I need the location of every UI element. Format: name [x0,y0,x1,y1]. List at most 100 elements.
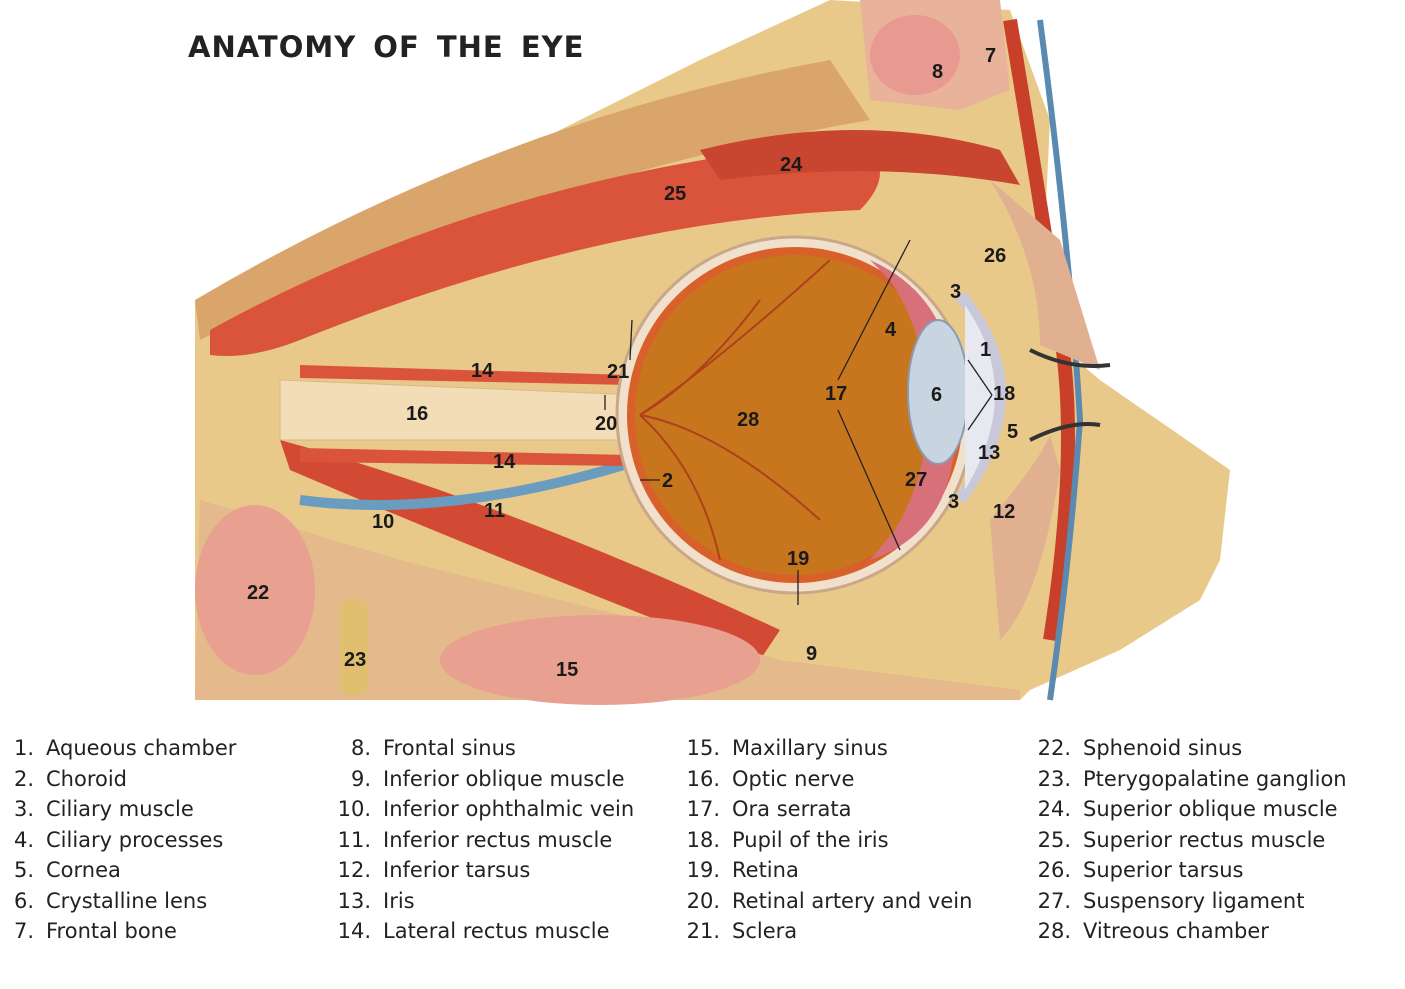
legend-item: 28. Vitreous chamber [1037,919,1347,950]
legend-term: Aqueous chamber [46,736,237,760]
legend-item: 8. Frontal sinus [337,736,634,767]
legend-number: 14. [337,919,371,943]
superior-rectus-muscle [210,140,880,356]
label-13: 13 [978,442,1000,464]
label-8: 8 [932,61,943,83]
legend-term: Ciliary processes [46,827,224,852]
legend-term: Optic nerve [732,766,855,791]
orbital-floor [195,500,1020,700]
label-17: 17 [825,383,847,405]
legend-number: 24. [1037,797,1071,821]
label-12: 12 [993,501,1015,523]
legend-number: 2. [13,766,34,791]
legend-column-2: 8. Frontal sinus 9.Inferior oblique muscle… [337,736,635,950]
legend-number: 18. [686,827,720,852]
legend-number: 15. [686,736,720,760]
label-4: 4 [885,319,897,341]
legend-item: 7. Frontal bone [0,919,236,950]
legend-item: 2. Choroid [0,767,236,798]
legend-term: Ora serrata [732,797,852,821]
legend-number: 11. [337,827,371,852]
legend-number: 28. [1037,919,1071,943]
legend-item: 6.Crystalline lens [0,889,236,920]
legend-term: Superior tarsus [1083,858,1244,882]
legend-term: Inferior ophthalmic vein [383,797,635,821]
legend-number: 12. [337,858,371,882]
legend-item: 9.Inferior oblique muscle [337,767,634,798]
legend-item: 19. Retina [686,858,972,889]
legend-term: Iris [383,888,415,913]
label-6: 6 [931,384,942,406]
label-18: 18 [993,383,1015,405]
legend-number: 9. [350,766,371,791]
legend-item: 20.Retinal artery and vein [686,888,973,920]
legend-term: Inferior tarsus [383,858,531,882]
label-16: 16 [406,403,428,425]
frontal-sinus [870,15,960,95]
legend-item: 5. Cornea [0,858,236,889]
label-25: 25 [664,183,686,205]
lower-eyelid [990,435,1060,640]
lateral-rectus-muscle-lower [300,448,630,466]
superior-oblique-muscle [700,130,1020,185]
eyelashes-upper [1029,348,1111,368]
legend-term: Lateral rectus muscle [383,919,610,943]
legend-item: 24.Superior oblique muscle [1037,797,1347,828]
label-23: 23 [344,649,366,671]
label-27: 27 [905,469,927,491]
legend-term: Suspensory ligament [1083,888,1305,913]
legend-number: 21. [686,919,720,943]
legend-item: 3. Ciliary muscle [0,797,236,828]
legend-term: Vitreous chamber [1083,919,1269,943]
legend-term: Frontal bone [46,919,177,943]
legend-number: 22. [1037,736,1071,760]
label-19: 19 [787,548,809,570]
legend-item: 4.Ciliary processes [0,828,236,859]
cornea [955,291,1006,504]
legend-item: 23.Pterygopalatine ganglion [1037,767,1347,798]
legend-item: 13.Iris [337,889,634,920]
legend-term: Maxillary sinus [732,736,888,760]
legend-term: Pupil of the iris [732,827,889,852]
eyelashes-lower [1029,422,1101,442]
legend-item: 26. Superior tarsus [1037,858,1347,889]
legend-item: 18. Pupil of the iris [686,828,972,859]
legend-term: Ciliary muscle [46,797,194,821]
legend-number: 7. [13,919,34,943]
legend-number: 19. [686,858,720,882]
legend-term: Choroid [46,766,128,791]
aqueous-chamber [965,305,995,490]
legend-number: 10. [337,797,371,821]
legend-item: 17.Ora serrata [686,797,972,828]
facial-vein [1037,19,1084,701]
legend-number: 5. [13,858,34,882]
retinal-vessels [639,259,831,561]
legend-item: 27.Suspensory ligament [1037,889,1347,920]
upper-eyelid [990,180,1100,370]
label-21: 21 [607,361,629,383]
legend-number: 20. [686,888,720,913]
label-2: 2 [662,470,673,492]
label-15: 15 [556,659,578,681]
label-10: 10 [372,511,394,533]
legend-number: 8. [350,736,371,760]
legend-term: Retina [732,858,799,882]
legend-item: 16. Optic nerve [686,767,972,798]
label-24: 24 [780,154,803,176]
label-7: 7 [985,45,996,67]
legend-item: 12. Inferior tarsus [337,858,634,889]
maxillary-sinus [440,615,760,705]
legend-number: 25. [1037,827,1071,852]
sphenoid-sinus [195,505,315,675]
legend-item: 1.Aqueous chamber [0,736,236,767]
legend-term: Cornea [46,858,121,882]
label-5: 5 [1007,421,1018,443]
legend-term: Frontal sinus [383,736,516,760]
legend-number: 3. [13,797,34,821]
legend-item: 14. Lateral rectus muscle [337,919,634,950]
legend-number: 23. [1037,766,1071,791]
legend-number: 16. [686,766,720,791]
legend-number: 26. [1037,858,1071,882]
legend-item: 15. Maxillary sinus [686,736,972,767]
legend-item: 10. Inferior ophthalmic vein [337,797,635,828]
